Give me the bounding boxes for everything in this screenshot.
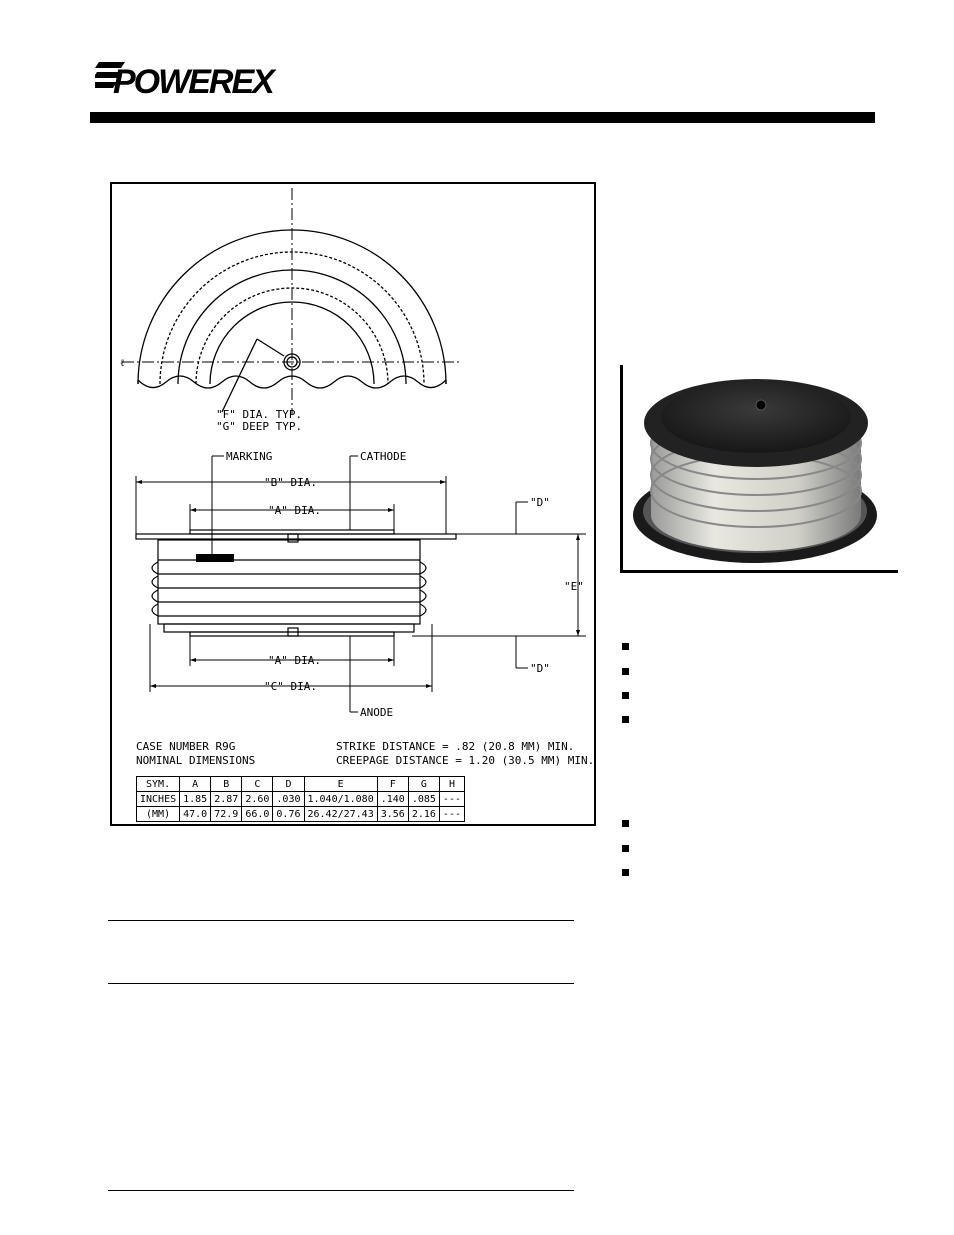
b-dia-label: "B" DIA. [264, 476, 317, 489]
bullet-1 [622, 643, 629, 650]
cathode-label: CATHODE [360, 450, 406, 463]
gate-leader-2 [221, 338, 258, 413]
powerex-logo: POWEREX [91, 60, 279, 101]
d-bottom-label: "D" [530, 662, 550, 675]
svg-text:ℓ: ℓ [120, 358, 125, 369]
outline-drawing: ℓ "F" DIA. TYP. "G" DEEP TYP. [110, 182, 596, 826]
anode-label: ANODE [360, 706, 393, 719]
a-dia-bottom-label: "A" DIA. [268, 654, 321, 667]
bullet-6 [622, 845, 629, 852]
bullet-2 [622, 668, 629, 675]
marking-block [196, 554, 234, 562]
section-rule-3 [108, 1190, 574, 1191]
e-label: "E" [564, 580, 584, 593]
bullet-5 [622, 820, 629, 827]
c-dia-label: "C" DIA. [264, 680, 317, 693]
strike-distance: STRIKE DISTANCE = .82 (20.8 MM) MIN. [336, 740, 575, 753]
product-photo [620, 365, 898, 573]
housing [157, 539, 421, 625]
bullet-4 [622, 716, 629, 723]
nominal-dimensions: NOMINAL DIMENSIONS [136, 754, 256, 767]
f-dia-label: "F" DIA. TYP. [216, 408, 302, 421]
section-rule-2 [108, 983, 574, 984]
gate-leader [256, 338, 285, 357]
logo-text: POWEREX [113, 63, 277, 98]
bullet-7 [622, 869, 629, 876]
creepage-distance: CREEPAGE DISTANCE = 1.20 (30.5 MM) MIN. [336, 754, 595, 767]
marking-label: MARKING [226, 450, 272, 463]
header-rule [90, 112, 875, 123]
ring-5 [209, 301, 375, 385]
a-dia-top-label: "A" DIA. [268, 504, 321, 517]
outline-drawing-svg: ℓ "F" DIA. TYP. "G" DEEP TYP. [120, 188, 586, 719]
logo-mark: POWEREX [91, 62, 279, 101]
bullet-3 [622, 692, 629, 699]
g-deep-label: "G" DEEP TYP. [216, 420, 302, 433]
device-photo-svg [633, 379, 877, 563]
section-rule-1 [108, 920, 574, 921]
case-number: CASE NUMBER R9G [136, 740, 236, 753]
d-top-label: "D" [530, 496, 550, 509]
top-flange [135, 533, 457, 540]
